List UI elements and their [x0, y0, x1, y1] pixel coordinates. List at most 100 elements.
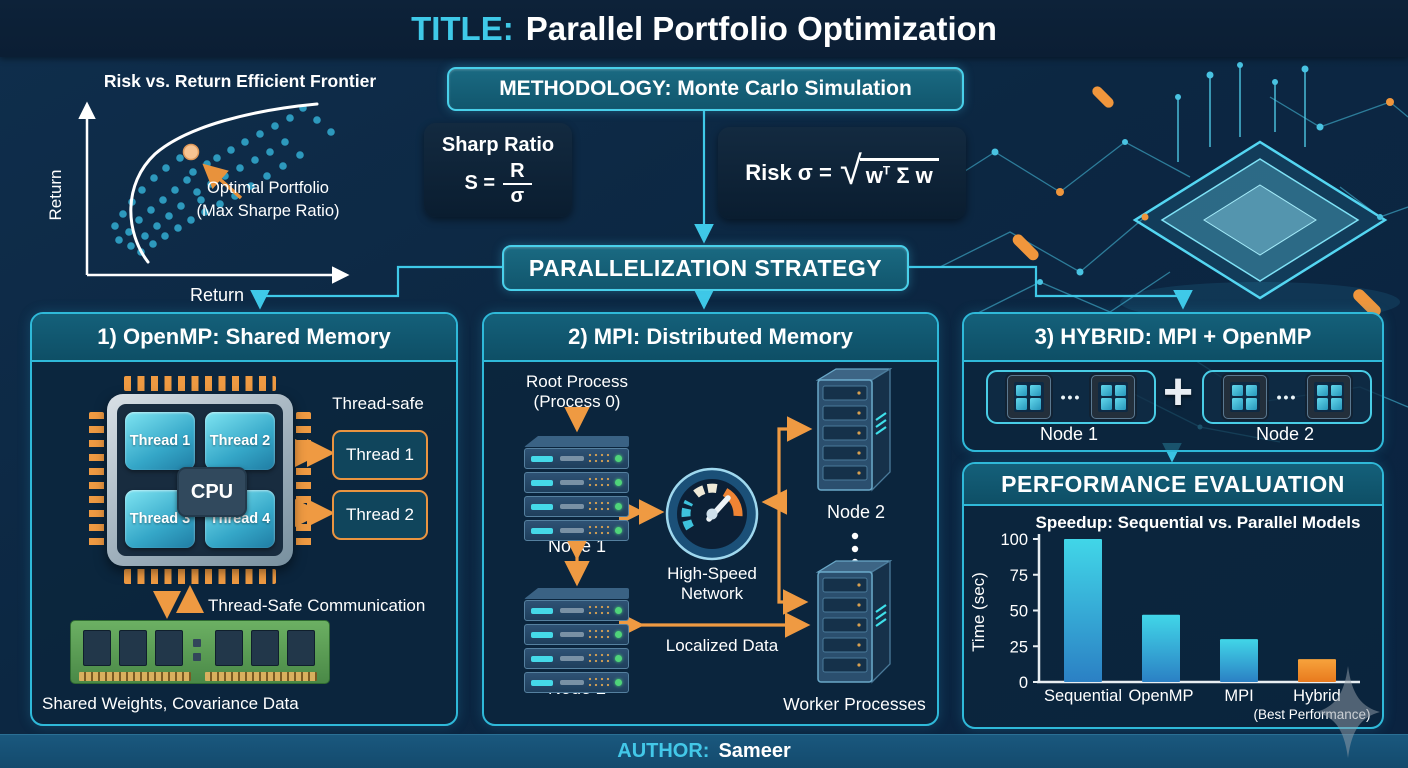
rack-slot [524, 624, 629, 645]
chip-icon [1006, 375, 1051, 419]
sharpe-lhs: S = [464, 172, 496, 194]
cpu-pins-top [124, 376, 276, 391]
plus-icon: + [1162, 363, 1194, 421]
x-axis-label: Return [190, 285, 244, 305]
server-tower-workers [815, 559, 893, 684]
scatter-title: Risk vs. Return Efficient Frontier [104, 71, 376, 91]
cpu-chip: Thread 1 Thread 2 Thread 3 Thread 4 CPU [107, 394, 293, 566]
performance-bar-chart: Speedup: Sequential vs. Parallel Models 0… [969, 513, 1371, 722]
svg-text:Sequential: Sequential [1044, 687, 1122, 705]
ram-mini-chip [193, 653, 201, 661]
author-prefix: AUTHOR: [617, 740, 710, 762]
panel-hybrid-title: 3) HYBRID: MPI + OpenMP [1034, 324, 1312, 349]
panel-hybrid: 3) HYBRID: MPI + OpenMP ••• + ••• Node 1… [962, 312, 1384, 452]
tower-node2-label: Node 2 [826, 502, 886, 522]
efficient-frontier-chart: Risk vs. Return Efficient Frontier Retur… [46, 71, 376, 305]
methodology-box: METHODOLOGY: Monte Carlo Simulation [447, 67, 964, 111]
rack-top-face [524, 588, 629, 599]
sharpe-numerator: R [503, 160, 532, 185]
sharpe-title: Sharp Ratio [441, 133, 555, 156]
y-axis-label: Return [46, 169, 65, 220]
cpu-pins-bottom [124, 569, 276, 584]
risk-radicand: wT Σ w [859, 157, 939, 189]
panel-hybrid-header: 3) HYBRID: MPI + OpenMP [964, 314, 1382, 362]
svg-text:Time (sec): Time (sec) [969, 572, 988, 652]
hybrid-node1-group: ••• [986, 370, 1156, 424]
thread-safe-label: Thread-safe [332, 394, 424, 413]
hybrid-node2-group: ••• [1202, 370, 1372, 424]
risk-sigma-w: Σ w [890, 162, 933, 188]
ram-chip [215, 630, 243, 666]
svg-text:0: 0 [1019, 674, 1028, 692]
author-footer: AUTHOR: Sameer [0, 734, 1408, 768]
sparkle-watermark [1316, 666, 1380, 758]
cpu-die: Thread 1 Thread 2 Thread 3 Thread 4 CPU [117, 404, 283, 556]
rack-top-face [524, 436, 629, 447]
cpu-thread-2: Thread 2 [205, 412, 275, 470]
ram-pins [205, 672, 317, 681]
svg-text:100: 100 [1000, 531, 1028, 549]
ellipsis-dots: ••• [1276, 389, 1298, 405]
rack-slot [524, 648, 629, 669]
sqrt-symbol: √ [839, 149, 862, 193]
ellipsis-dots: ••• [1060, 389, 1082, 405]
risk-w: w [865, 162, 883, 188]
cpu-pins-left [89, 412, 104, 548]
side-thread-1: Thread 1 [332, 430, 428, 480]
sharpe-denominator: σ [510, 184, 525, 207]
rack-node2 [524, 588, 629, 696]
rack-slot [524, 448, 629, 469]
ram-chip [251, 630, 279, 666]
frontier-curve [129, 102, 319, 264]
svg-text:50: 50 [1010, 603, 1028, 621]
performance-title: PERFORMANCE EVALUATION [1001, 470, 1345, 497]
rack-slot [524, 472, 629, 493]
svg-text:75: 75 [1010, 567, 1028, 585]
ram-chip [287, 630, 315, 666]
risk-formula: Risk σ = √ wT Σ w [718, 127, 966, 219]
panel-openmp-title: 1) OpenMP: Shared Memory [97, 324, 391, 349]
openmp-arrows [153, 439, 335, 619]
localized-data-label: Localized Data [665, 636, 779, 655]
network-label: High-Speed Network [667, 564, 757, 604]
hybrid-node1-label: Node 1 [1039, 424, 1099, 444]
rack-slot [524, 600, 629, 621]
strategy-label: PARALLELIZATION STRATEGY [528, 254, 883, 281]
annotation-arrow [202, 163, 243, 200]
ram-chip [83, 630, 111, 666]
performance-header: PERFORMANCE EVALUATION [964, 464, 1382, 506]
thread-safe-comm-label: Thread-Safe Communication [208, 596, 426, 615]
rack-slot [524, 520, 629, 541]
svg-text:25: 25 [1010, 638, 1028, 656]
optimal-portfolio-point [182, 143, 200, 161]
rack-node1 [524, 436, 629, 544]
side-thread-2: Thread 2 [332, 490, 428, 540]
sharpe-equation: S = R σ [464, 160, 532, 207]
annotation-line1: Optimal Portfolio [207, 179, 329, 197]
sharpe-ratio-formula: Sharp Ratio S = R σ [424, 123, 572, 217]
svg-text:OpenMP: OpenMP [1128, 687, 1193, 705]
panel-openmp: 1) OpenMP: Shared Memory Thread 1 Thread… [30, 312, 458, 726]
risk-equation: Risk σ = √ wT Σ w [745, 149, 939, 193]
root-process-label: Root Process (Process 0) [525, 372, 629, 412]
svg-text:MPI: MPI [1224, 687, 1253, 705]
parallelization-strategy-box: PARALLELIZATION STRATEGY [502, 245, 909, 291]
shared-memory-caption: Shared Weights, Covariance Data [42, 694, 299, 713]
author-name: Sameer [718, 740, 791, 762]
title-text: Parallel Portfolio Optimization [525, 9, 997, 47]
ram-chip [119, 630, 147, 666]
sharpe-fraction: R σ [503, 160, 532, 207]
svg-text:Speedup: Sequential vs. Parall: Speedup: Sequential vs. Parallel Models [1036, 513, 1361, 532]
cpu-pins-right [296, 412, 311, 548]
ram-chip [155, 630, 183, 666]
rack-slot [524, 672, 629, 693]
risk-lhs: Risk σ = [745, 160, 832, 185]
chip-icon [1307, 375, 1352, 419]
hybrid-node2-label: Node 2 [1255, 424, 1315, 444]
ram-pins [79, 672, 191, 681]
cpu-thread-1: Thread 1 [125, 412, 195, 470]
chip-icon [1222, 375, 1267, 419]
title-prefix: TITLE: [411, 9, 514, 47]
speedometer-icon [665, 467, 759, 561]
